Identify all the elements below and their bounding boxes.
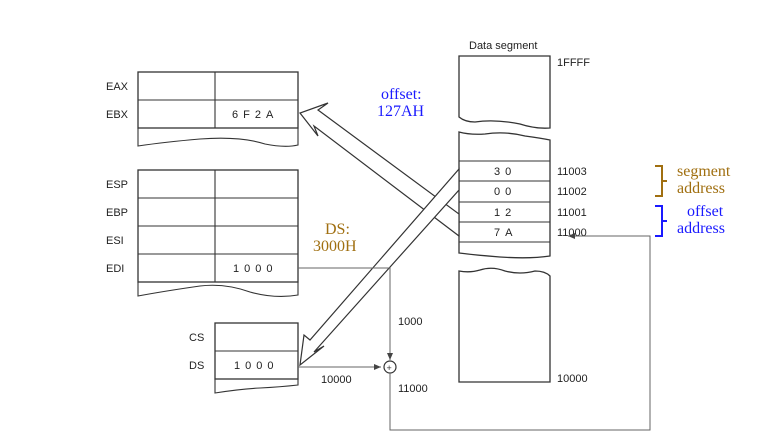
segment-register-block: CS DS 1000 bbox=[189, 322, 299, 394]
segment-address-line2: address bbox=[677, 180, 725, 197]
memory-cell-address: 11003 bbox=[557, 166, 587, 178]
memory-cell-value: 7A bbox=[494, 227, 517, 239]
address-calculation-flow: 1000 10000 + 11000 bbox=[298, 233, 651, 431]
memory-cell-value: 00 bbox=[494, 186, 516, 198]
offset-address-line2: address bbox=[677, 220, 725, 237]
segment-address-line1: segment bbox=[677, 163, 731, 180]
register-value-ds: 1000 bbox=[234, 360, 278, 372]
register-label-esi: ESI bbox=[106, 235, 124, 247]
ds-annotation-value: 3000H bbox=[313, 238, 357, 255]
flow-label-physical-address: 11000 bbox=[398, 383, 428, 395]
memory-cell-address: 11001 bbox=[557, 207, 587, 219]
offset-annotation-value: 127AH bbox=[377, 103, 425, 120]
general-register-block: EAX EBX 6F2A bbox=[106, 71, 299, 147]
register-label-ds: DS bbox=[189, 360, 204, 372]
flow-label-segment-base: 10000 bbox=[321, 374, 352, 386]
register-value-ebx: 6F2A bbox=[232, 109, 278, 121]
register-label-edi: EDI bbox=[106, 263, 124, 275]
flow-label-offset: 1000 bbox=[398, 316, 422, 328]
offset-annotation-label: offset: bbox=[381, 86, 422, 103]
address-bottom: 10000 bbox=[557, 373, 588, 385]
register-value-edi: 1000 bbox=[233, 263, 277, 275]
register-label-ebx: EBX bbox=[106, 109, 129, 121]
offset-address-bracket bbox=[655, 205, 667, 237]
memory-cell-address: 11000 bbox=[557, 227, 587, 239]
data-segment-memory: Data segment 1FFFF 30 00 12 7A 11003 110… bbox=[458, 40, 590, 385]
register-label-esp: ESP bbox=[106, 179, 128, 191]
plus-icon: + bbox=[387, 363, 392, 373]
register-label-eax: EAX bbox=[106, 81, 129, 93]
pointer-register-block: ESP EBP ESI EDI 1000 bbox=[106, 169, 299, 298]
address-top: 1FFFF bbox=[557, 57, 590, 69]
memory-cell-value: 12 bbox=[494, 207, 516, 219]
register-label-ebp: EBP bbox=[106, 207, 128, 219]
ds-annotation-label: DS: bbox=[325, 221, 350, 238]
memory-cell-value: 30 bbox=[494, 166, 516, 178]
memory-cell-address: 11002 bbox=[557, 186, 587, 198]
register-label-cs: CS bbox=[189, 332, 204, 344]
offset-address-line1: offset bbox=[687, 203, 724, 220]
segment-transfer-arrow bbox=[299, 167, 460, 367]
data-segment-title: Data segment bbox=[469, 40, 537, 52]
segment-address-bracket bbox=[655, 165, 667, 197]
